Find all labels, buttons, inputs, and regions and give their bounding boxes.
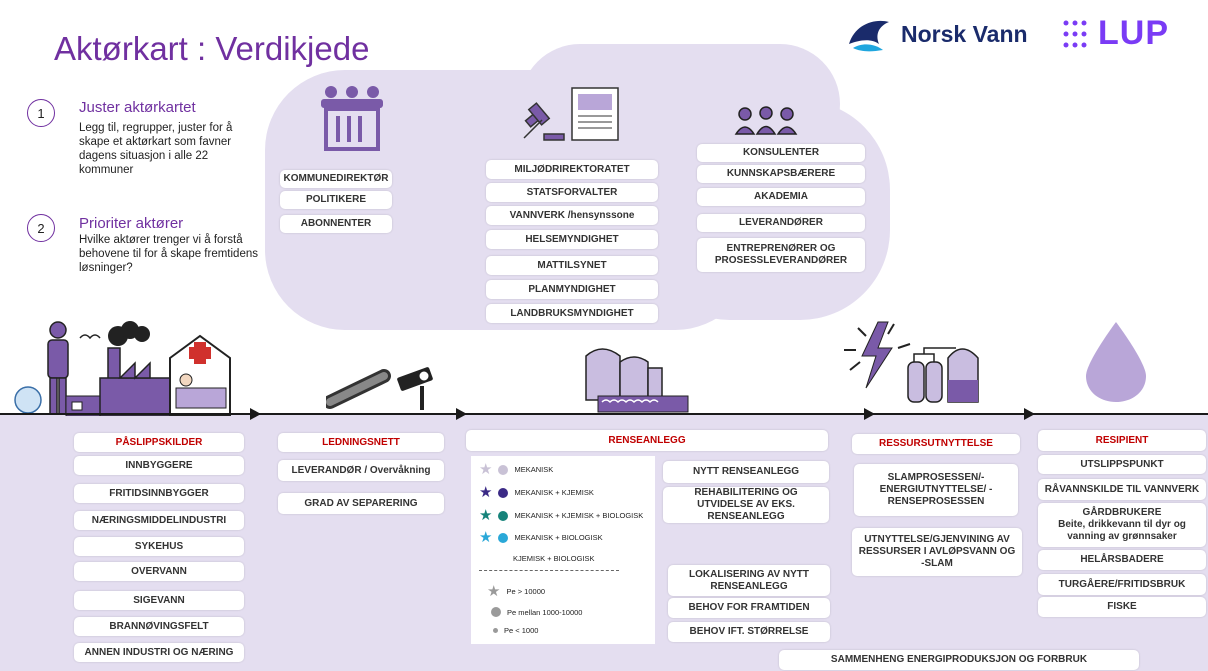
step-1-number: 1 xyxy=(27,99,55,127)
legend-dot-icon xyxy=(498,487,509,498)
legend-dot-icon xyxy=(498,510,509,521)
source-item: OVERVANN xyxy=(74,562,244,581)
header-ressursutnyttelse: RESSURSUTNYTTELSE xyxy=(852,434,1020,454)
page-title: Aktørkart : Verdikjede xyxy=(54,30,370,67)
cloud-item-leverandorer: LEVERANDØRER xyxy=(697,214,865,232)
lup-dots-icon xyxy=(1063,20,1087,47)
cloud-item-kommunedirektor: KOMMUNEDIREKTØR xyxy=(280,170,392,188)
treatment-plant-icon xyxy=(585,348,689,413)
cloud-item-planmyndighet: PLANMYNDIGHET xyxy=(486,280,658,299)
recipient-item: RÅVANNSKILDE TIL VANNVERK xyxy=(1038,479,1206,500)
legend-label: MEKANISK + BIOLOGISK xyxy=(514,533,603,542)
treatment-item: REHABILITERING OG UTVIDELSE AV EKS. RENS… xyxy=(663,487,829,523)
cloud-item-mattilsynet: MATTILSYNET xyxy=(486,256,658,275)
norsk-vann-logo: Norsk Vann xyxy=(845,14,1028,54)
step-2-title: Prioriter aktører xyxy=(79,215,184,232)
cloud-item-landbruksmyndighet: LANDBRUKSMYNDIGHET xyxy=(486,304,658,323)
legend-divider xyxy=(479,570,619,571)
source-item: ANNEN INDUSTRI OG NÆRING xyxy=(74,643,244,662)
resource-item: SLAMPROSESSEN/- ENERGIUTNYTTELSE/ - RENS… xyxy=(854,464,1018,516)
cloud-item-miljodirektoratet: MILJØDRIREKTORATET xyxy=(486,160,658,179)
legend-size-label: Pe > 10000 xyxy=(506,587,546,596)
cloud-item-abonnenter: ABONNENTER xyxy=(280,215,392,233)
legend-star-icon: ★ xyxy=(479,529,493,546)
treatment-legend: ★ MEKANISK ★ MEKANISK + KJEMISK ★ MEKANISK … xyxy=(471,456,655,644)
cloud-item-statsforvalter: STATSFORVALTER xyxy=(486,183,658,202)
step-2-text: Hvilke aktører trenger vi å forstå behov… xyxy=(79,234,258,274)
legend-star-icon: ★ xyxy=(479,461,493,478)
network-item: GRAD AV SEPARERING xyxy=(278,493,444,514)
value-chain-axis xyxy=(0,413,1208,415)
step-1-title: Juster aktørkartet xyxy=(79,99,196,116)
cloud-item-kunnskapsbaerere: KUNNSKAPSBÆRERE xyxy=(697,165,865,183)
legend-label: MEKANISK + KJEMISK xyxy=(514,488,594,497)
legend-size-medium-icon xyxy=(491,607,501,617)
energy-production-box: SAMMENHENG ENERGIPRODUKSJON OG FORBRUK xyxy=(779,650,1139,670)
source-item: SYKEHUS xyxy=(74,537,244,556)
step-2-number: 2 xyxy=(27,214,55,242)
legend-size-label: Pe mellan 1000-10000 xyxy=(507,607,583,617)
recipient-item-gardbrukere: GÅRDBRUKERE Beite, drikkevann til dyr og… xyxy=(1038,503,1206,547)
legend-star-icon: ★ xyxy=(479,484,493,501)
norsk-vann-logo-text: Norsk Vann xyxy=(901,20,1028,47)
legend-label: MEKANISK xyxy=(514,465,554,474)
legend-size-large-icon: ★ xyxy=(487,583,501,600)
people-group-icon xyxy=(734,106,798,135)
cloud-item-akademia: AKADEMIA xyxy=(697,188,865,206)
cloud-item-entreprenorer: ENTREPRENØRER OG PROSESSLEVERANDØRER xyxy=(697,238,865,272)
lup-logo: LUP xyxy=(1062,14,1169,53)
source-item: FRITIDSINNBYGGER xyxy=(74,484,244,503)
gavel-document-icon xyxy=(523,87,619,141)
pipe-camera-icon xyxy=(326,367,433,410)
energy-recovery-icon xyxy=(844,321,979,403)
lup-logo-text: LUP xyxy=(1098,14,1169,52)
chain-arrow-2 xyxy=(456,408,467,420)
treatment-item: NYTT RENSEANLEGG xyxy=(663,461,829,483)
recipient-item-title: GÅRDBRUKERE xyxy=(1082,507,1162,518)
header-resipient: RESIPIENT xyxy=(1038,430,1206,451)
cloud-item-konsulenter: KONSULENTER xyxy=(697,144,865,162)
cloud-item-helsemyndighet: HELSEMYNDIGHET xyxy=(486,230,658,249)
network-item: LEVERANDØR / Overvåkning xyxy=(278,460,444,481)
cloud-item-politikere: POLITIKERE xyxy=(280,191,392,209)
chain-arrow-4 xyxy=(1024,408,1035,420)
legend-dot-icon xyxy=(498,464,509,475)
legend-size-small-icon xyxy=(493,628,498,633)
recipient-item: TURGÅERE/FRITIDSBRUK xyxy=(1038,574,1206,595)
water-drop-icon xyxy=(1086,322,1146,402)
council-icon xyxy=(321,86,383,151)
norsk-vann-logo-icon xyxy=(849,20,889,52)
source-item: INNBYGGERE xyxy=(74,456,244,475)
treatment-item: LOKALISERING AV NYTT RENSEANLEGG xyxy=(668,565,830,596)
source-item: NÆRINGSMIDDELINDUSTRI xyxy=(74,511,244,530)
resource-item: UTNYTTELSE/GJENVINING AV RESSURSER I AVL… xyxy=(852,528,1022,576)
sources-illustration-icon xyxy=(14,321,231,416)
cloud-item-vannverk: VANNVERK /hensynssone xyxy=(486,206,658,225)
source-item: SIGEVANN xyxy=(74,591,244,610)
treatment-item: BEHOV IFT. STØRRELSE xyxy=(668,622,830,642)
legend-dot-icon xyxy=(498,532,509,543)
legend-label: KJEMISK + BIOLOGISK xyxy=(513,554,595,563)
source-item: BRANNØVINGSFELT xyxy=(74,617,244,636)
chain-arrow-3 xyxy=(864,408,875,420)
legend-size-label: Pe < 1000 xyxy=(504,626,539,635)
header-ledningsnett: LEDNINGSNETT xyxy=(278,433,444,452)
chain-arrow-1 xyxy=(250,408,261,420)
recipient-item: FISKE xyxy=(1038,597,1206,617)
legend-star-icon: ★ xyxy=(479,507,493,524)
step-1-text: Legg til, regrupper, juster for å skape … xyxy=(79,122,233,176)
treatment-item: BEHOV FOR FRAMTIDEN xyxy=(668,598,830,618)
header-renseanlegg: RENSEANLEGG xyxy=(466,430,828,451)
recipient-item: HELÅRSBADERE xyxy=(1038,550,1206,570)
legend-label: MEKANISK + KJEMISK + BIOLOGISK xyxy=(514,511,644,520)
recipient-item: UTSLIPPSPUNKT xyxy=(1038,455,1206,474)
header-paslippskilder: PÅSLIPPSKILDER xyxy=(74,433,244,452)
recipient-item-subtitle: Beite, drikkevann til dyr og vanning av … xyxy=(1058,519,1186,542)
